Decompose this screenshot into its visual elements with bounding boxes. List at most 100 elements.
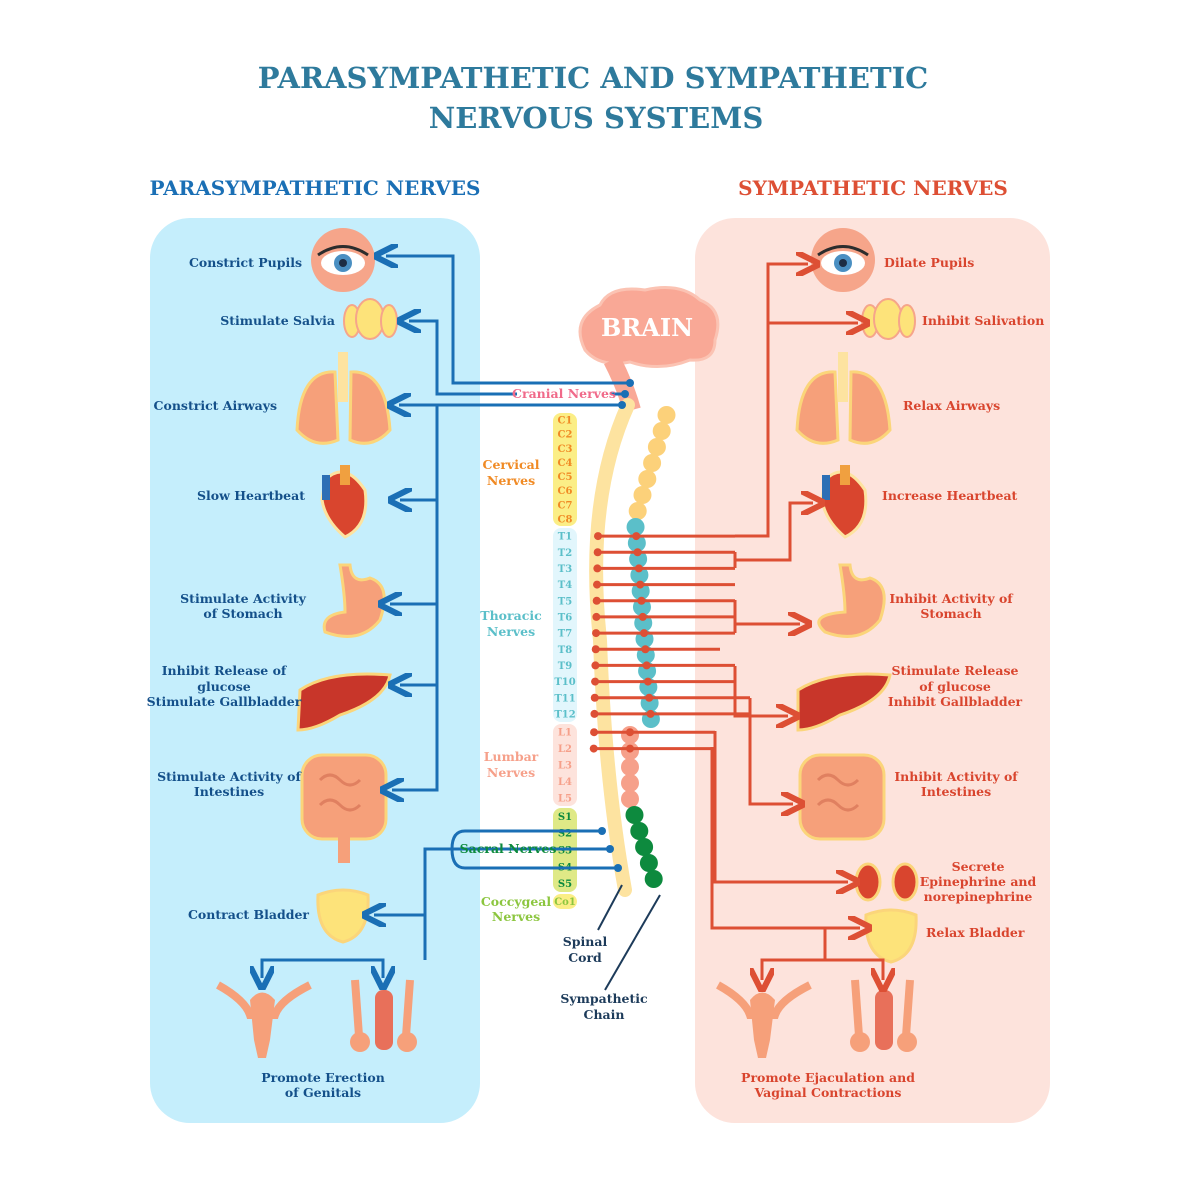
label-constrict-pupils: Constrict Pupils [189, 255, 302, 270]
vertebra-l1: L1 [558, 728, 572, 739]
vertebra-t6: T6 [558, 612, 572, 623]
chain-ganglion [643, 454, 662, 472]
vertebra-c5: C5 [558, 472, 573, 483]
ganglion-dot [634, 564, 643, 573]
label-adrenal-1: Secrete [952, 859, 1005, 874]
spinal-cord [589, 398, 635, 897]
label-liver-1: Inhibit Release of [162, 663, 288, 678]
chain-ganglion [630, 822, 649, 840]
vertebra-c8: C8 [558, 514, 573, 525]
sympathetic-nerve-lines [589, 264, 883, 980]
intestines-icon [300, 753, 388, 863]
chain-ganglion [638, 470, 657, 488]
label-adrenal-3: norepinephrine [924, 889, 1033, 904]
nerve-root-dot [591, 645, 600, 654]
nerve-root-dot [591, 677, 600, 686]
vertebra-t5: T5 [558, 596, 572, 607]
vertebra-t4: T4 [558, 580, 572, 591]
eye-icon [811, 228, 875, 292]
vertebra-l3: L3 [558, 761, 572, 772]
chain-ganglion [626, 518, 645, 536]
vertebra-t7: T7 [558, 629, 572, 640]
label-increase-heartbeat: Increase Heartbeat [882, 488, 1018, 503]
label-stomach-1: Inhibit Activity of [889, 591, 1014, 606]
label-stomach-1: Stimulate Activity [180, 591, 306, 606]
vertebra-t8: T8 [558, 645, 572, 656]
salivary-gland-icon [343, 298, 398, 340]
heart-icon [320, 465, 368, 539]
eye-icon [311, 228, 375, 292]
vertebra-co1: Co1 [554, 897, 576, 908]
cranial-label-bg [517, 386, 611, 401]
female-reproductive-icon [216, 981, 312, 1058]
intestines-icon [798, 753, 886, 841]
sympathetic-labels: Dilate Pupils Inhibit Salivation Relax A… [741, 255, 1044, 1100]
label-liver-2: glucose [197, 679, 251, 694]
cervical-label-2: Nerves [487, 473, 535, 488]
sympathetic-header: SYMPATHETIC NERVES [738, 176, 1008, 200]
ganglion-dot [646, 709, 655, 718]
lumbar-label-1: Lumbar [484, 749, 539, 764]
label-genitals-1: Promote Ejaculation and [741, 1070, 915, 1085]
vertebra-t3: T3 [558, 564, 572, 575]
vertebra-t9: T9 [558, 661, 572, 672]
nerve-root-dot [592, 596, 601, 605]
title-line-1: PARASYMPATHETIC AND SYMPATHETIC [258, 61, 928, 95]
brain-icon [578, 286, 720, 413]
chain-ganglion [629, 550, 648, 568]
label-relax-airways: Relax Airways [903, 398, 1000, 413]
lumbar-vertebrae-bg [553, 724, 577, 806]
thoracic-label-2: Nerves [487, 624, 535, 639]
vertebra-c6: C6 [558, 486, 573, 497]
nerve-root-dot [590, 693, 599, 702]
vertebra-s5: S5 [558, 879, 572, 890]
thoracic-label-1: Thoracic [480, 608, 542, 623]
vertebra-c4: C4 [558, 458, 573, 469]
vertebra-t12: T12 [554, 709, 575, 720]
stomach-icon [817, 563, 886, 638]
vertebra-s2: S2 [558, 829, 572, 840]
label-dilate-pupils: Dilate Pupils [884, 255, 974, 270]
vertebra-c1: C1 [558, 416, 573, 427]
organs-right [716, 228, 919, 1058]
vertebra-l5: L5 [558, 793, 572, 804]
lungs-icon [795, 352, 892, 445]
vertebrae-column: C1C2C3C4C5C6C7C8T1T2T3T4T5T6T7T8T9T10T11… [553, 413, 577, 909]
stomach-icon [322, 563, 386, 638]
nerve-root-dot [590, 728, 599, 737]
vertebra-c3: C3 [558, 444, 573, 455]
liver-icon [296, 672, 392, 732]
label-intestines-2: Intestines [194, 784, 264, 799]
ganglion-dot [643, 677, 652, 686]
vertebra-c7: C7 [558, 500, 573, 511]
label-liver-1: Stimulate Release [892, 663, 1019, 678]
male-reproductive-icon [350, 979, 417, 1052]
chain-ganglion [628, 502, 647, 520]
liver-icon [796, 672, 892, 732]
sympathetic-panel [695, 218, 1050, 1123]
label-stimulate-saliva: Stimulate Salvia [220, 313, 335, 328]
vertebra-t11: T11 [554, 693, 575, 704]
nerve-root-dot [593, 564, 602, 573]
label-adrenal-2: Epinephrine and [920, 874, 1037, 889]
ganglion-dot [642, 661, 651, 670]
ganglion-dot [632, 532, 641, 541]
sacral-nerves-label: Sacral Nerves [460, 841, 557, 856]
female-reproductive-icon [716, 981, 812, 1058]
label-liver-3: Inhibit Gallbladder [888, 694, 1023, 709]
chain-ganglion [633, 486, 652, 504]
label-liver-2: of glucose [919, 679, 991, 694]
coccygeal-vertebrae-bg [553, 894, 577, 909]
chain-ganglion [635, 838, 654, 856]
nerve-root-dot [592, 629, 601, 638]
label-stomach-2: Stomach [920, 606, 981, 621]
vertebra-t2: T2 [558, 548, 572, 559]
parasympathetic-labels: Constrict Pupils Stimulate Salvia Constr… [147, 255, 385, 1100]
thoracic-vertebrae-bg [553, 528, 577, 722]
lumbar-label-2: Nerves [487, 765, 535, 780]
nerve-root-dot [589, 744, 598, 753]
coccygeal-label-2: Nerves [492, 909, 540, 924]
label-stomach-2: of Stomach [203, 606, 282, 621]
chain-ganglion [634, 614, 653, 632]
nerve-root-dot [593, 532, 602, 541]
